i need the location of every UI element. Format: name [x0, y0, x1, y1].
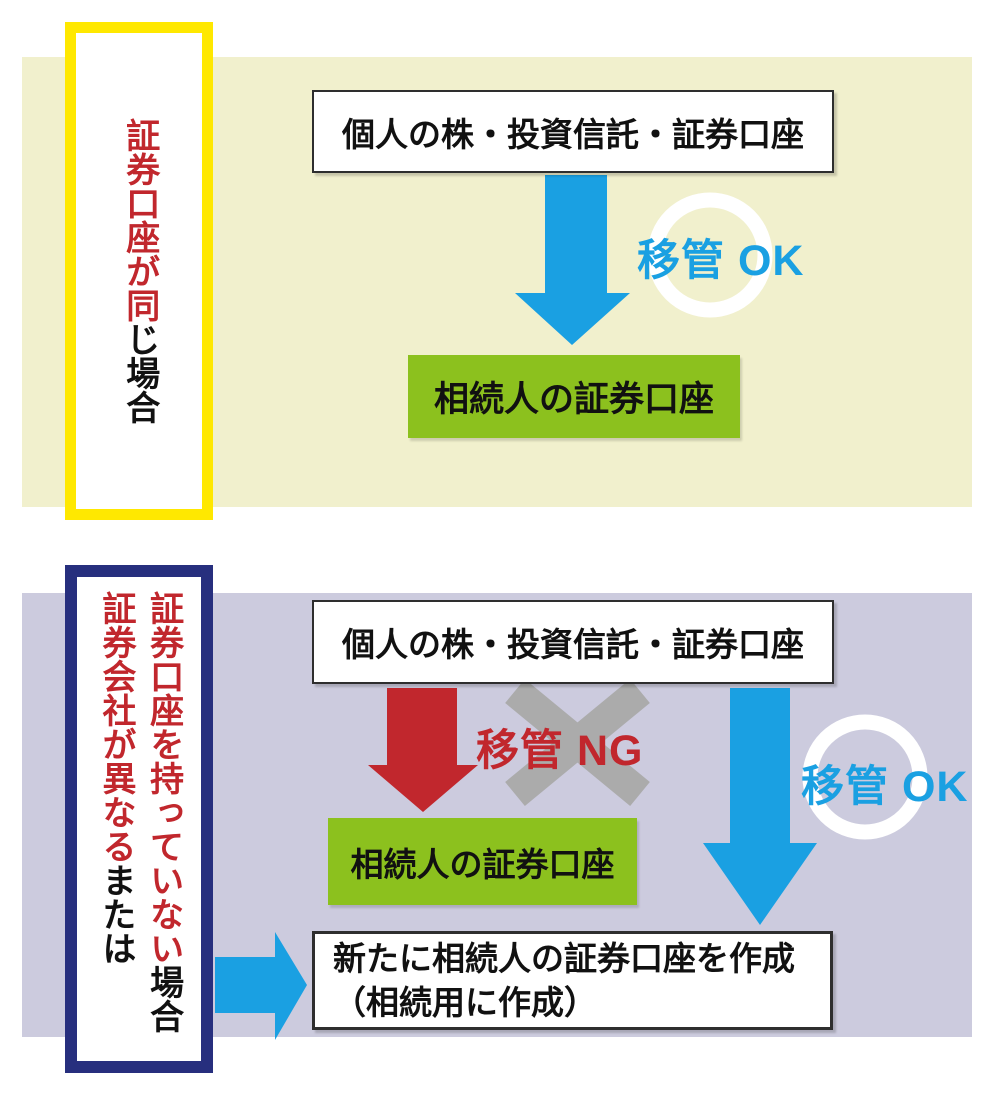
case-label-black-text: じ場合 — [120, 322, 159, 424]
personal-account-box-top: 個人の株・投資信託・証券口座 — [312, 90, 834, 173]
new-account-line1: 新たに相続人の証券口座を作成 — [333, 939, 795, 977]
case-label-line: 証券会社が異なるまたは — [91, 591, 139, 1033]
heir-account-label: 相続人の証券口座 — [350, 845, 615, 883]
heir-account-box-top: 相続人の証券口座 — [408, 355, 740, 438]
case-label-line: 証券口座を持っていない場合 — [139, 591, 187, 1033]
case-label-black-text: 場合 — [144, 965, 183, 1033]
case-label-same-account: 証券口座が同じ場合 — [65, 22, 213, 520]
case-label-text: 証券口座が同じ場合 — [115, 118, 163, 424]
case-label-text: 証券口座を持っていない場合 証券会社が異なるまたは — [91, 591, 186, 1033]
transfer-ok-label-top: 移管 OK — [637, 237, 805, 285]
new-account-line2: （相続用に作成） — [333, 983, 597, 1021]
case-label-black-text: または — [97, 863, 135, 965]
transfer-ok-label-bottom: 移管 OK — [801, 763, 969, 811]
case-label-line: 証券口座が同じ場合 — [115, 118, 163, 424]
case-label-red-text: 証券口座が同 — [120, 118, 159, 322]
heir-account-box-bottom: 相続人の証券口座 — [328, 818, 637, 905]
transfer-ng-label: 移管 NG — [476, 727, 644, 775]
heir-account-label: 相続人の証券口座 — [433, 380, 714, 419]
case-label-different-account: 証券口座を持っていない場合 証券会社が異なるまたは — [65, 565, 213, 1073]
personal-account-box-bottom: 個人の株・投資信託・証券口座 — [312, 600, 834, 684]
personal-account-label: 個人の株・投資信託・証券口座 — [342, 626, 804, 663]
case-label-red-text: 証券口座を持っていない — [144, 591, 183, 965]
case-label-red-text: 証券会社が異なる — [97, 591, 135, 863]
new-account-box: 新たに相続人の証券口座を作成 （相続用に作成） — [312, 931, 833, 1030]
personal-account-label: 個人の株・投資信託・証券口座 — [342, 115, 804, 153]
